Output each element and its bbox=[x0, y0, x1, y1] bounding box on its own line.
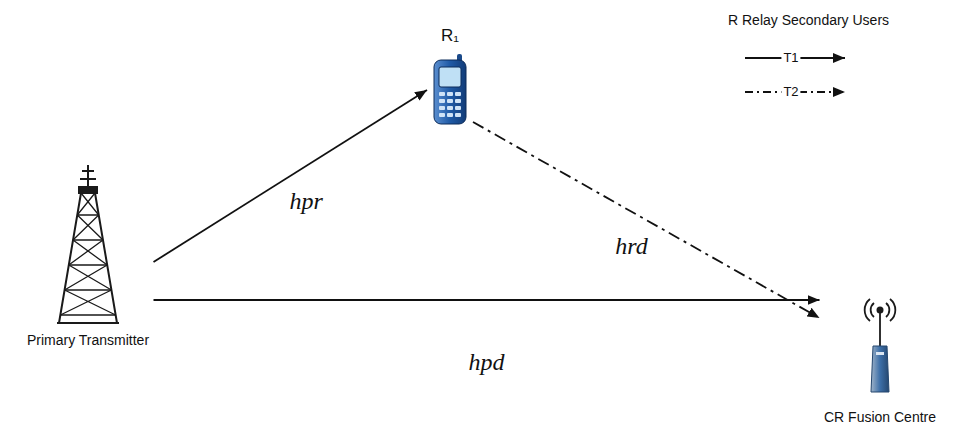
relay-node: R₁ bbox=[427, 26, 473, 128]
channel-label: hpr bbox=[287, 188, 326, 214]
icon-part bbox=[455, 99, 461, 103]
channel-label: hrd bbox=[612, 233, 650, 259]
signal-arrow bbox=[154, 90, 428, 262]
icon-part bbox=[57, 165, 119, 323]
icon-part bbox=[865, 299, 896, 346]
icon-part bbox=[60, 215, 115, 315]
icon-part bbox=[455, 92, 461, 96]
icon-part bbox=[447, 106, 453, 110]
legend-label: T1 bbox=[781, 51, 800, 65]
node-label: CR Fusion Centre bbox=[824, 409, 936, 426]
icon-part bbox=[439, 106, 445, 110]
node-label: R₁ bbox=[441, 26, 459, 46]
icon-part bbox=[80, 178, 96, 180]
icon-part bbox=[439, 113, 445, 117]
legend-label: T2 bbox=[781, 85, 800, 99]
icon-part bbox=[439, 67, 461, 87]
legend-title: R Relay Secondary Users bbox=[728, 12, 889, 29]
tower-icon bbox=[53, 165, 123, 325]
icon-part bbox=[879, 313, 881, 346]
icon-part bbox=[82, 170, 94, 172]
icon-part bbox=[455, 113, 461, 117]
icon-part bbox=[871, 303, 874, 317]
icon-part bbox=[60, 193, 115, 315]
icon-part bbox=[447, 113, 453, 117]
signal-arrow bbox=[473, 122, 820, 318]
icon-part bbox=[434, 60, 466, 124]
icon-part bbox=[439, 92, 445, 96]
icon-part bbox=[87, 165, 89, 187]
transmitter-node: Primary Transmitter bbox=[23, 163, 154, 349]
icon-part bbox=[871, 346, 889, 392]
icon-part bbox=[886, 303, 889, 317]
icon-part bbox=[439, 92, 461, 117]
icon-part bbox=[57, 193, 119, 323]
icon-part bbox=[876, 352, 884, 355]
phone-icon bbox=[430, 54, 470, 126]
icon-part bbox=[890, 299, 895, 321]
icon-part bbox=[439, 99, 445, 103]
icon-part bbox=[865, 299, 870, 321]
icon-part bbox=[455, 106, 461, 110]
antenna-icon bbox=[855, 298, 905, 393]
icon-part bbox=[79, 187, 97, 193]
icon-part bbox=[447, 92, 453, 96]
icon-part bbox=[447, 99, 453, 103]
icon-part bbox=[877, 307, 884, 314]
fusion-centre-node: CR Fusion Centre bbox=[820, 296, 941, 426]
channel-label: hpd bbox=[466, 349, 508, 375]
node-label: Primary Transmitter bbox=[27, 332, 149, 349]
signal-arrow bbox=[154, 299, 820, 301]
